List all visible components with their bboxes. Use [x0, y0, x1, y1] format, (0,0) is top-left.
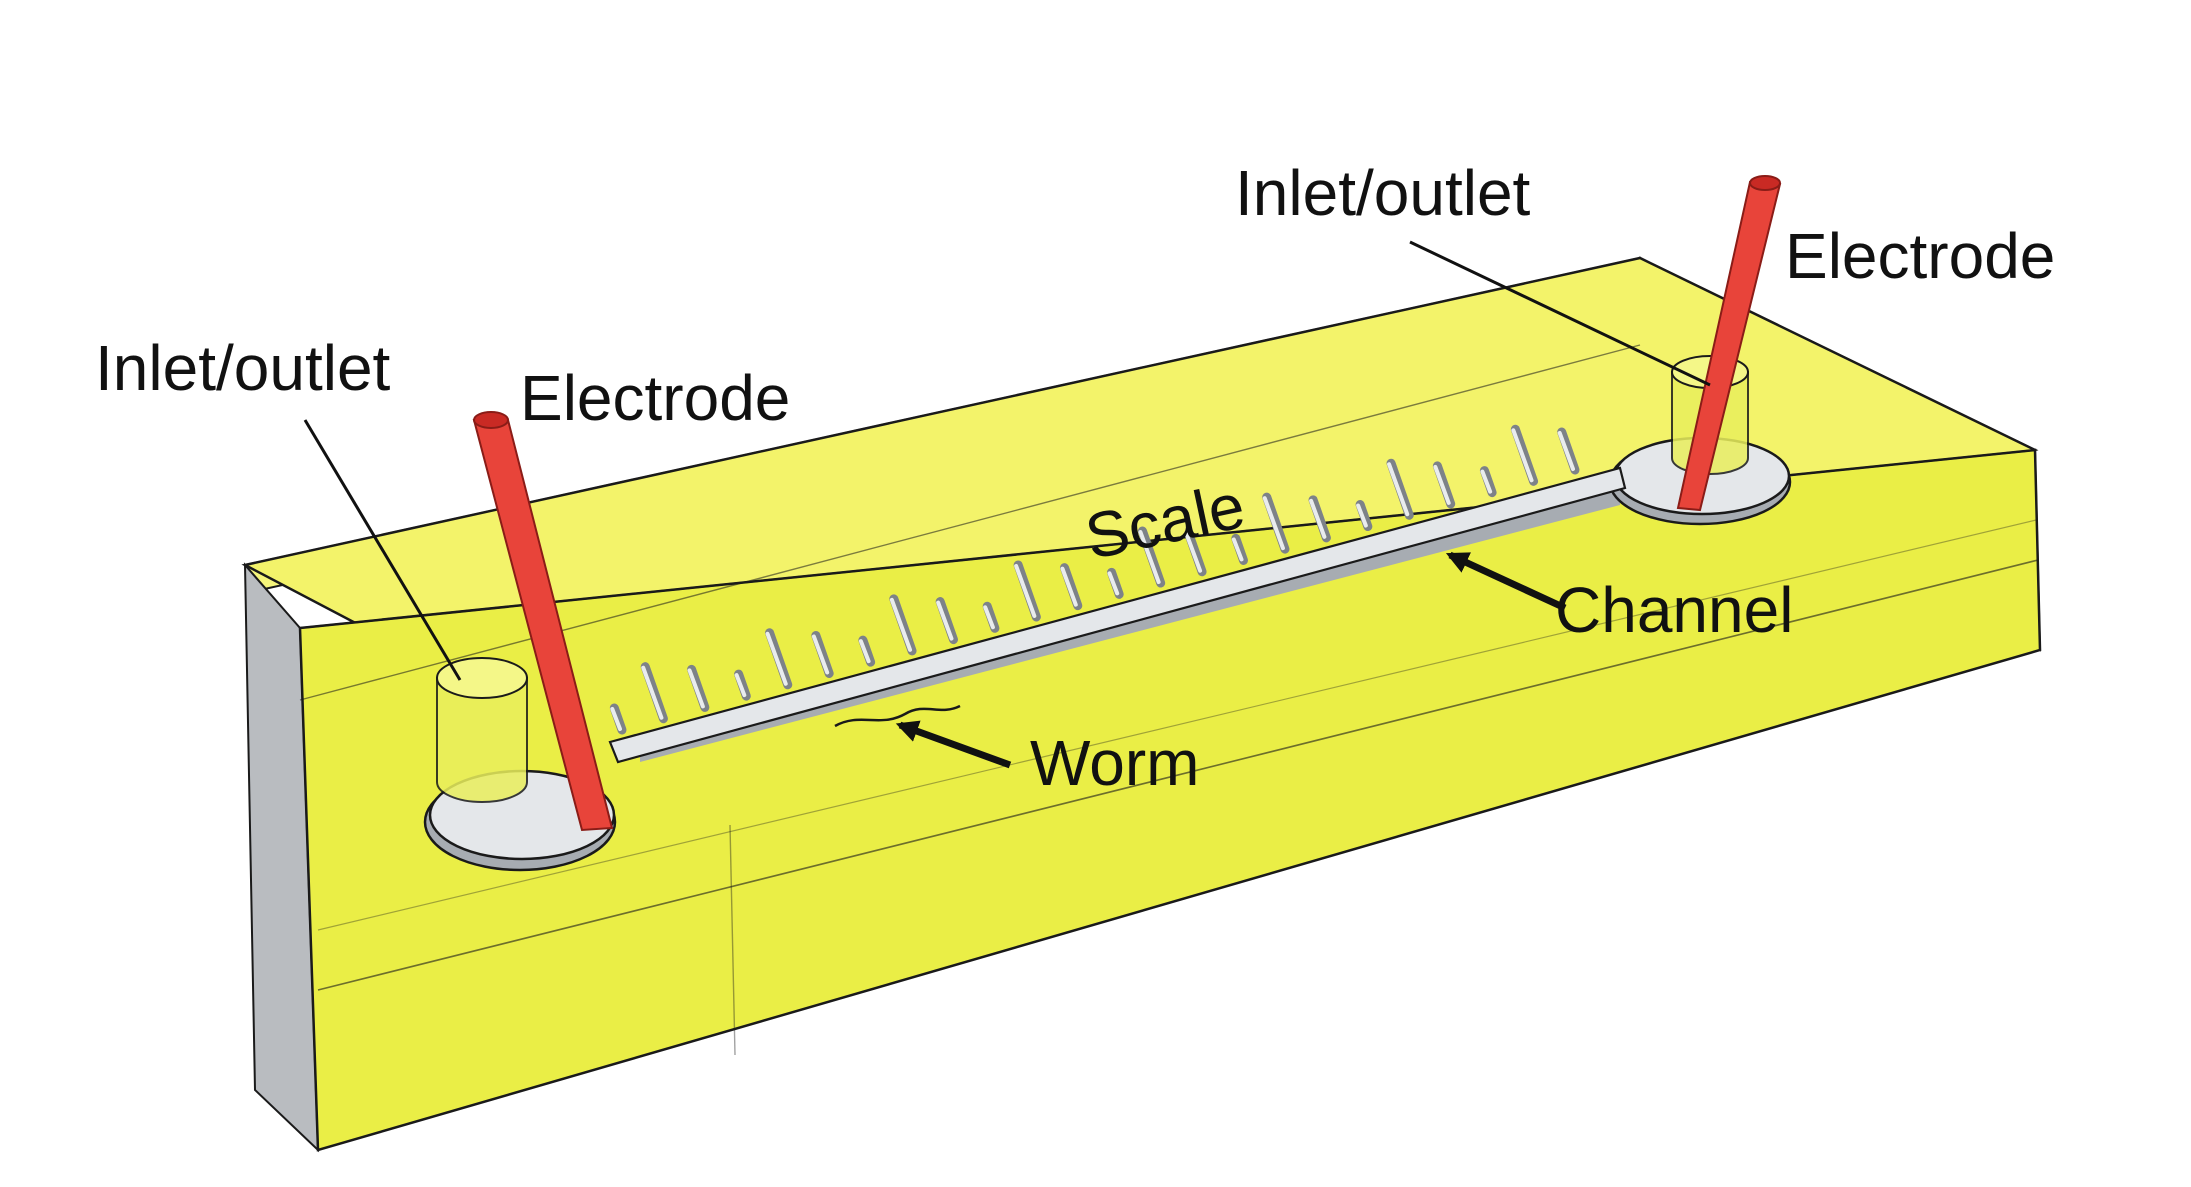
scale-tick-highlight [1107, 571, 1120, 596]
arrow-worm [895, 720, 1012, 769]
leader-lines [303, 240, 1711, 769]
scale-tick-highlight [983, 605, 995, 630]
right-electrode [1676, 175, 1782, 512]
leader-left-inlet [303, 419, 462, 681]
arrow-channel [1445, 551, 1567, 612]
scale-tick-highlight [1014, 563, 1037, 618]
left-inlet-port [436, 657, 528, 803]
scale-tick-highlight [641, 665, 664, 720]
scale-tick-highlight [1511, 428, 1534, 483]
scale-tick-highlight [1184, 532, 1203, 573]
scale-tick-highlight [1309, 498, 1327, 539]
scale-tick-highlight [610, 707, 622, 731]
channel-wall [640, 490, 1620, 762]
scale-tick-highlight [811, 634, 830, 675]
scale-tick-highlight [889, 597, 913, 652]
scale-tick-highlight [936, 600, 954, 641]
scale-tick-highlight [858, 639, 871, 664]
scale-tick-highlight [1231, 537, 1244, 562]
scale-tick-highlight [1060, 566, 1078, 607]
label-electrode-right: Electrode [1785, 220, 2055, 292]
scale-tick-highlight [1557, 431, 1575, 471]
scale-tick-highlight [734, 673, 747, 698]
left-electrode [472, 411, 614, 832]
scale-tick-highlight [1138, 530, 1161, 585]
channel [608, 466, 1627, 764]
scale-tick-highlight [1262, 496, 1285, 551]
scale-ticks [609, 424, 1580, 735]
scale-tick-highlight [1356, 503, 1368, 528]
label-inlet-outlet-left: Inlet/outlet [95, 332, 391, 404]
scale-tick-highlight [687, 668, 705, 709]
scale-tick-highlight [765, 631, 788, 686]
label-worm: Worm [1030, 727, 1199, 799]
scale-tick-highlight [1433, 464, 1451, 505]
scale-tick-highlight [1480, 469, 1493, 494]
label-channel: Channel [1555, 574, 1793, 646]
label-electrode-left: Electrode [520, 362, 790, 434]
worm-shape [834, 704, 961, 728]
scale-tick-highlight [1387, 462, 1410, 517]
label-inlet-outlet-right: Inlet/outlet [1235, 157, 1531, 229]
leader-right-inlet [1409, 240, 1711, 387]
